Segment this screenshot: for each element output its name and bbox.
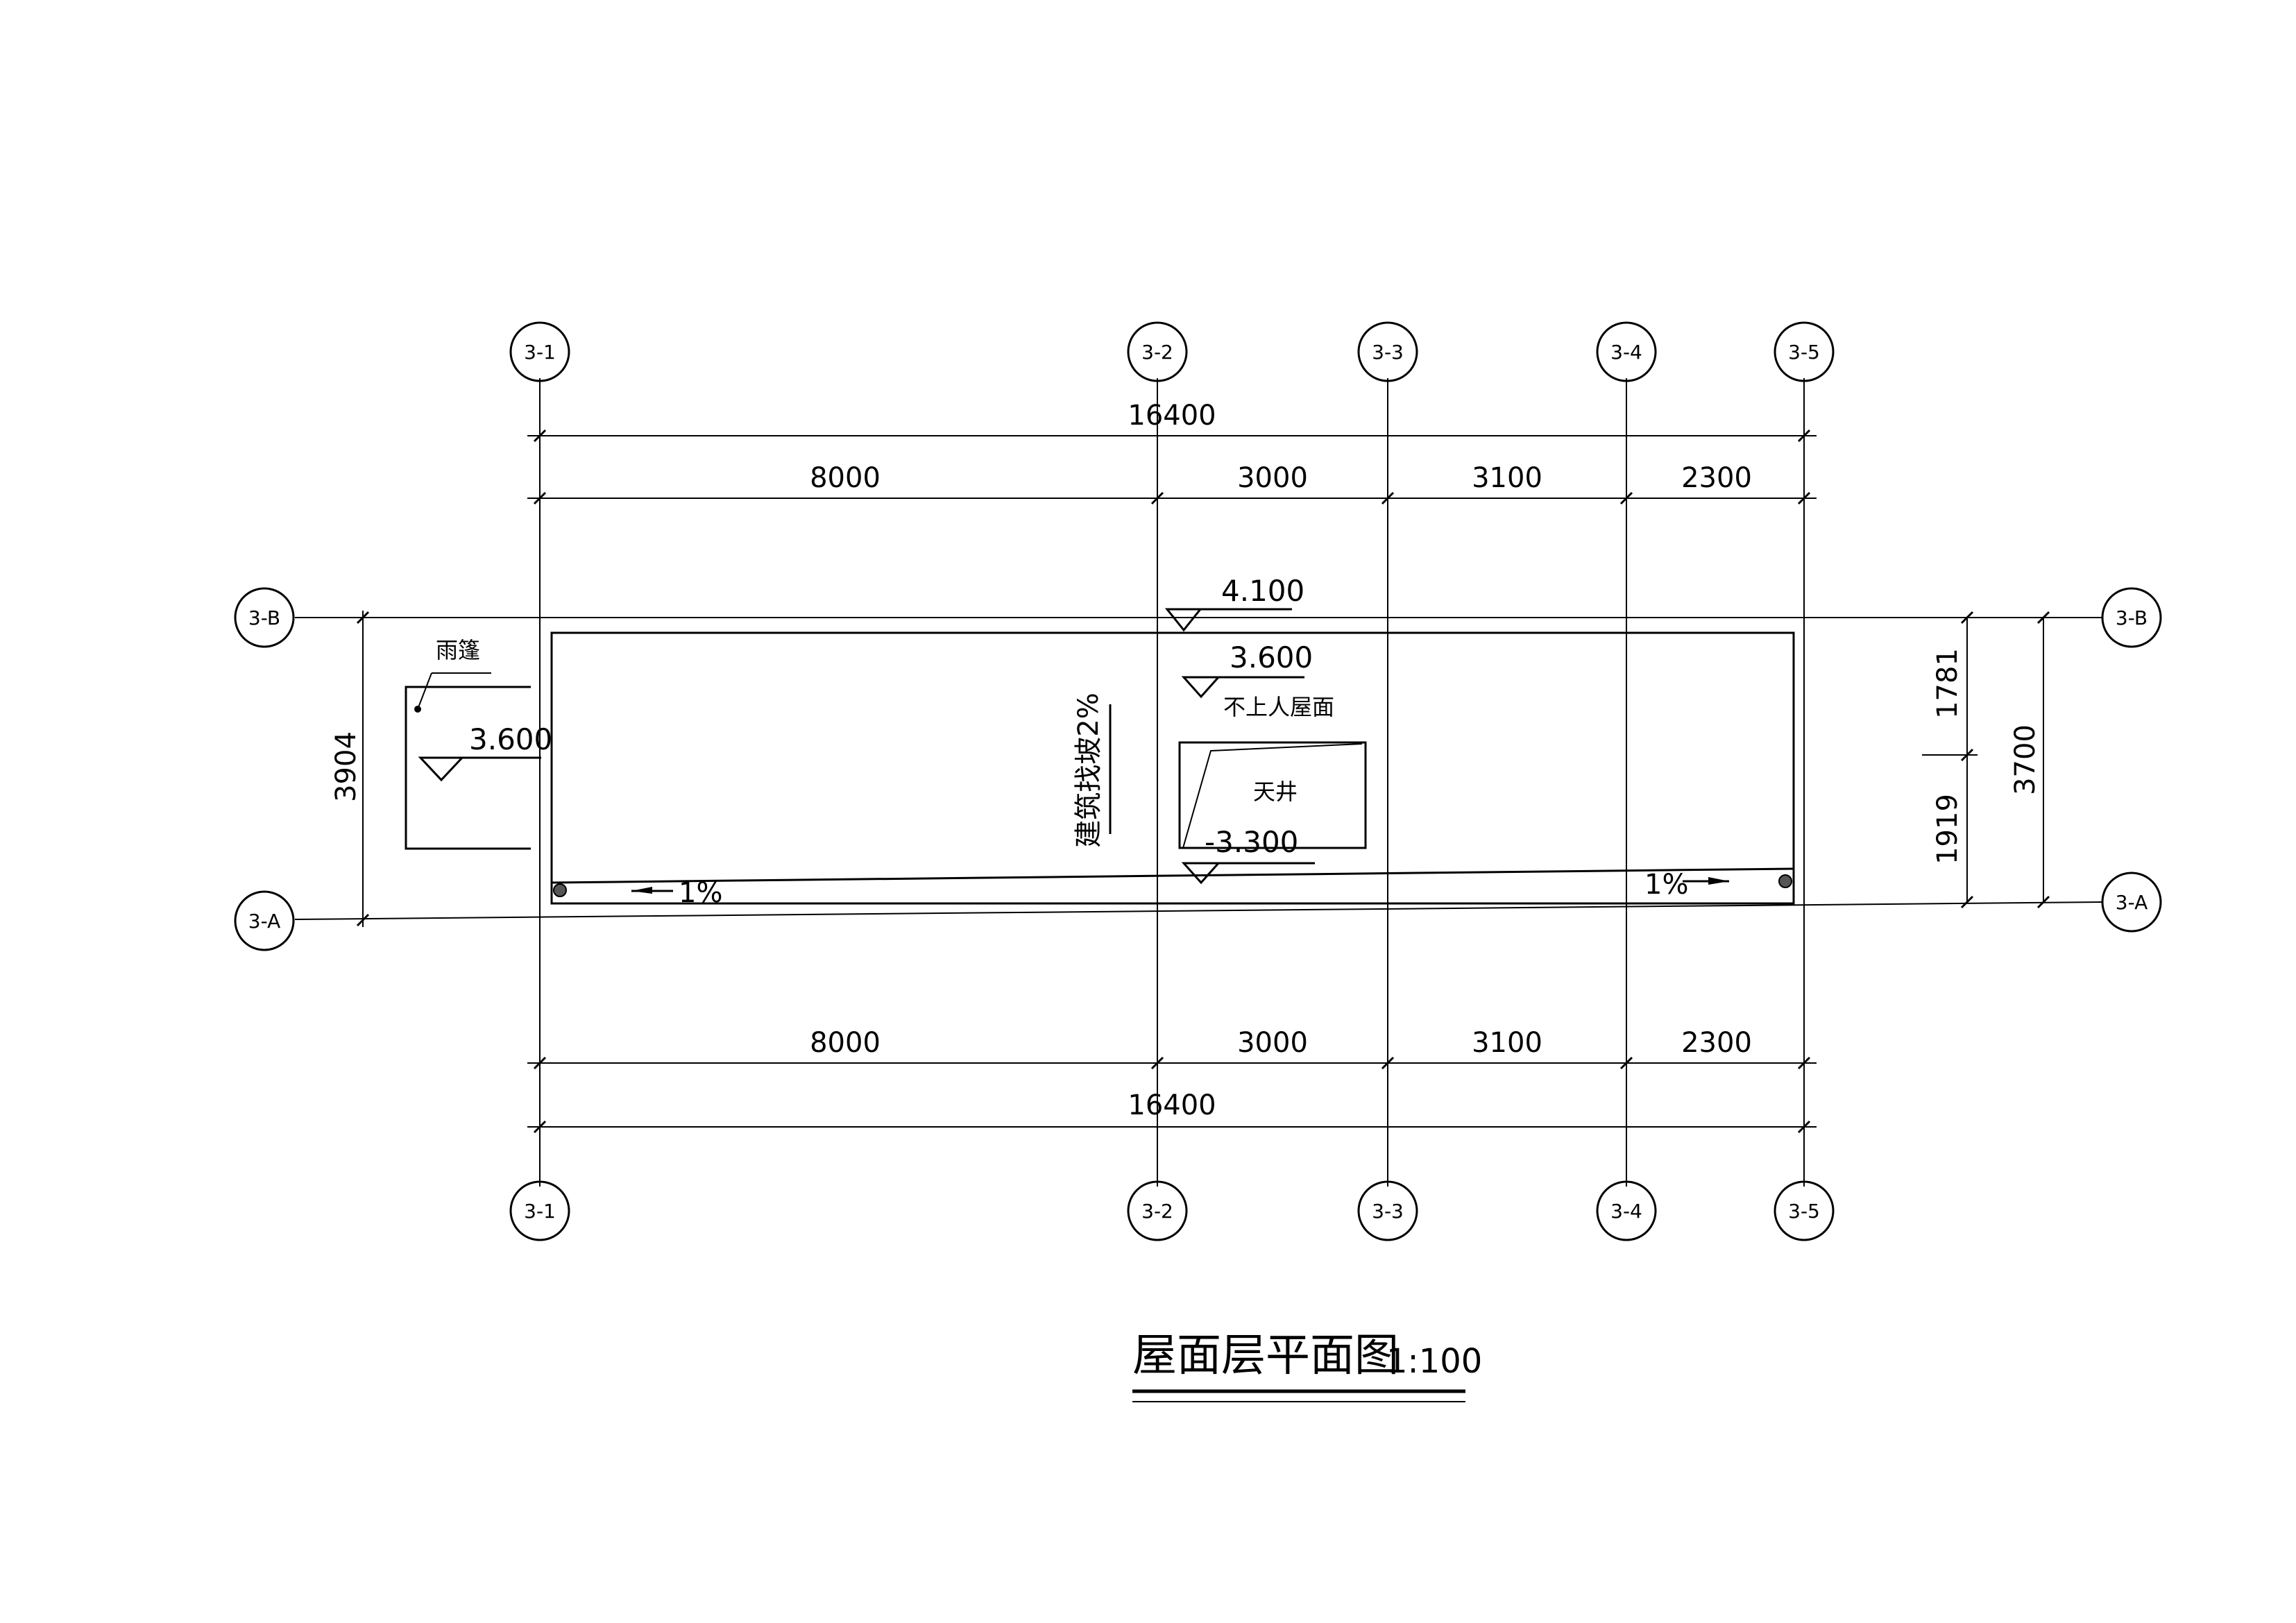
svg-text:16400: 16400: [1128, 400, 1216, 432]
svg-text:3100: 3100: [1472, 1027, 1542, 1059]
canopy-label: 雨篷: [436, 637, 480, 663]
title-scale: 1:100: [1386, 1342, 1482, 1381]
slope-note: 建筑找坡2%: [1073, 692, 1112, 848]
grid-bubble-3-A-right: 3-A: [2101, 872, 2162, 933]
grid-bubble-3-3-bottom: 3-3: [1357, 1180, 1418, 1241]
canopy: 雨篷: [405, 637, 531, 850]
svg-text:3100: 3100: [1472, 462, 1542, 494]
courtyard: 天井: [1178, 741, 1367, 849]
grid-bubble-3-B-right: 3-B: [2101, 587, 2162, 648]
drain-left: [553, 883, 567, 897]
svg-text:3-2: 3-2: [1141, 1200, 1173, 1223]
svg-text:3-4: 3-4: [1610, 341, 1642, 364]
grid-bubble-3-4-bottom: 3-4: [1596, 1180, 1657, 1241]
grid-bubbles-columns: 3-1 3-2 3-3 3-4 3-5 3-1 3-2 3-3 3-4 3-5: [509, 321, 1835, 1241]
svg-text:1919: 1919: [1932, 794, 1964, 865]
svg-text:8000: 8000: [810, 462, 881, 494]
svg-text:1%: 1%: [679, 877, 722, 909]
svg-text:3-3: 3-3: [1372, 1200, 1404, 1223]
svg-text:3000: 3000: [1237, 1027, 1308, 1059]
svg-text:2300: 2300: [1681, 462, 1752, 494]
svg-text:3904: 3904: [330, 731, 362, 802]
svg-text:3-2: 3-2: [1141, 341, 1173, 364]
roof-outline: [550, 631, 1795, 905]
grid-lines-vertical: [539, 378, 1805, 1187]
grid-bubble-3-5-top: 3-5: [1774, 321, 1835, 382]
grid-bubble-3-2-top: 3-2: [1127, 321, 1188, 382]
svg-text:3-B: 3-B: [248, 606, 280, 629]
drawing-title: 屋面层平面图 1:100: [1132, 1330, 1482, 1402]
svg-text:3-5: 3-5: [1788, 341, 1820, 364]
slope-arrow-right: 1%: [1644, 869, 1729, 901]
svg-text:3-4: 3-4: [1610, 1200, 1642, 1223]
svg-text:3000: 3000: [1237, 462, 1308, 494]
svg-text:3-5: 3-5: [1788, 1200, 1820, 1223]
grid-bubble-3-B-left: 3-B: [234, 587, 295, 648]
dimension-right: 1781 1919 3700: [1922, 611, 2050, 909]
svg-text:3-1: 3-1: [524, 1200, 556, 1223]
grid-bubble-3-5-bottom: 3-5: [1774, 1180, 1835, 1241]
grid-bubble-3-A-left: 3-A: [234, 890, 295, 951]
dimension-left: 3904: [330, 611, 370, 927]
svg-text:-3.300: -3.300: [1205, 825, 1298, 859]
svg-text:3-A: 3-A: [248, 910, 280, 933]
svg-text:3.600: 3.600: [469, 722, 552, 756]
title-text: 屋面层平面图: [1132, 1330, 1399, 1382]
grid-bubble-3-1-bottom: 3-1: [509, 1180, 570, 1241]
svg-text:2300: 2300: [1681, 1027, 1752, 1059]
svg-text:建筑找坡2%: 建筑找坡2%: [1073, 692, 1105, 847]
elevation-roof: 3.600 不上人屋面: [1181, 640, 1334, 720]
grid-lines-horizontal: [294, 617, 2103, 920]
svg-text:16400: 16400: [1128, 1089, 1216, 1121]
grid-bubble-3-3-top: 3-3: [1357, 321, 1418, 382]
svg-text:3-A: 3-A: [2116, 891, 2148, 914]
svg-text:3-B: 3-B: [2116, 606, 2148, 629]
roof-note: 不上人屋面: [1223, 694, 1334, 720]
grid-bubble-3-2-bottom: 3-2: [1127, 1180, 1188, 1241]
drain-right: [1778, 874, 1792, 888]
dimension-chain-bottom-segments: 8000 3000 3100 2300: [527, 1027, 1817, 1070]
elevation-courtyard: -3.300: [1181, 825, 1315, 885]
dimension-chain-bottom-total: 16400: [527, 1089, 1817, 1134]
svg-text:8000: 8000: [810, 1027, 881, 1059]
svg-text:4.100: 4.100: [1221, 574, 1304, 608]
svg-text:3700: 3700: [2009, 724, 2041, 795]
grid-bubble-3-4-top: 3-4: [1596, 321, 1657, 382]
svg-text:3.600: 3.600: [1230, 640, 1313, 674]
svg-text:3-1: 3-1: [524, 341, 556, 364]
dimension-chain-top-total: 16400: [527, 400, 1817, 443]
svg-text:1%: 1%: [1644, 869, 1688, 901]
grid-bubble-3-1-top: 3-1: [509, 321, 570, 382]
courtyard-label: 天井: [1253, 779, 1298, 805]
svg-text:1781: 1781: [1932, 648, 1964, 719]
dimension-chain-top-segments: 8000 3000 3100 2300: [527, 462, 1817, 505]
slope-arrow-left: 1%: [631, 877, 722, 909]
svg-text:3-3: 3-3: [1372, 341, 1404, 364]
grid-bubbles-rows: 3-B 3-A 3-B 3-A: [234, 587, 2162, 951]
elevation-canopy: 3.600: [418, 722, 552, 782]
elevation-parapet: 4.100: [1164, 574, 1304, 632]
